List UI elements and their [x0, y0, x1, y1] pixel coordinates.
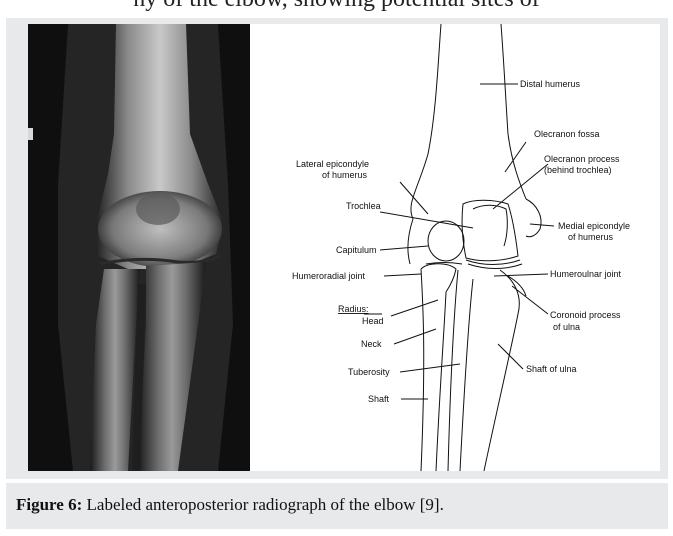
figure-caption: Figure 6: Labeled anteroposterior radiog… [16, 495, 444, 515]
preceding-text-fragment: ny of the elbow, showing potential sites… [0, 0, 673, 16]
label-distal-humerus: Distal humerus [520, 79, 581, 89]
label-head: Head [362, 316, 384, 326]
label-humeroradial-joint: Humeroradial joint [292, 271, 366, 281]
label-olecranon-fossa: Olecranon fossa [534, 129, 600, 139]
elbow-radiograph [28, 24, 250, 471]
label-radius: Radius: [338, 304, 369, 314]
caption-label: Figure 6: [16, 495, 82, 514]
figure-panel: Distal humerus Olecranon fossa Olecranon… [6, 18, 668, 479]
label-lateral-epicondyle: Lateral epicondyle [296, 159, 369, 169]
elbow-anatomy-diagram: Distal humerus Olecranon fossa Olecranon… [268, 24, 660, 471]
label-olecranon-process-note: (behind trochlea) [544, 165, 612, 175]
figure-caption-bar: Figure 6: Labeled anteroposterior radiog… [6, 483, 668, 529]
label-tuberosity: Tuberosity [348, 367, 390, 377]
label-coronoid-process: Coronoid process [550, 310, 621, 320]
label-trochlea: Trochlea [346, 201, 381, 211]
label-capitulum: Capitulum [336, 245, 377, 255]
label-shaft-of-ulna: Shaft of ulna [526, 364, 577, 374]
caption-text: Labeled anteroposterior radiograph of th… [82, 495, 444, 514]
label-olecranon-process: Olecranon process [544, 154, 620, 164]
label-shaft: Shaft [368, 394, 390, 404]
label-medial-epicondyle-sub: of humerus [568, 232, 614, 242]
label-humeroulnar-joint: Humeroulnar joint [550, 269, 622, 279]
label-neck: Neck [361, 339, 382, 349]
figure-content: Distal humerus Olecranon fossa Olecranon… [28, 24, 660, 471]
label-lateral-epicondyle-sub: of humerus [322, 170, 368, 180]
label-medial-epicondyle: Medial epicondyle [558, 221, 630, 231]
label-coronoid-process-sub: of ulna [553, 322, 580, 332]
